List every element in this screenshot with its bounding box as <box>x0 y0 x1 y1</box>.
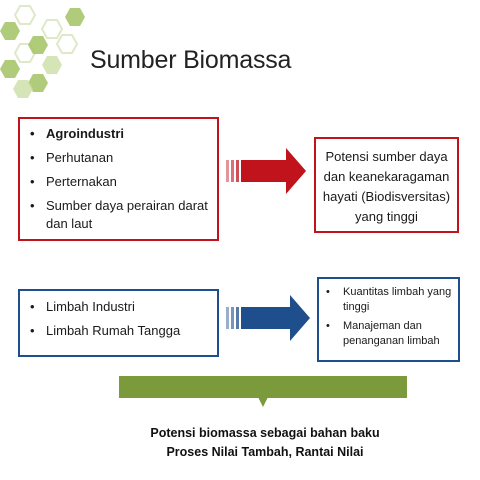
waste-box: Limbah Industri Limbah Rumah Tangga <box>18 289 219 357</box>
hexagon-decoration <box>0 5 85 98</box>
potential-text: Potensi sumber daya dan keanekaragaman h… <box>322 149 451 224</box>
source-item: Agroindustri <box>26 125 213 143</box>
blue-arrow <box>226 295 310 341</box>
source-item: Perhutanan <box>26 149 213 167</box>
waste-outcome-item: Manajeman dan penanganan limbah <box>323 319 454 349</box>
waste-outcome-box: Kuantitas limbah yang tinggi Manajeman d… <box>317 277 460 362</box>
waste-item: Limbah Rumah Tangga <box>26 322 213 340</box>
source-item: Sumber daya perairan darat dan laut <box>26 197 213 233</box>
waste-outcome-item: Kuantitas limbah yang tinggi <box>323 285 454 315</box>
result-line-1: Potensi biomassa sebagai bahan baku <box>150 426 380 440</box>
page-title: Sumber Biomassa <box>90 46 292 74</box>
sources-box: Agroindustri Perhutanan Perternakan Sumb… <box>18 117 219 241</box>
result-text: Potensi biomassa sebagai bahan baku Pros… <box>90 424 440 462</box>
red-arrow <box>226 148 306 194</box>
green-bar <box>119 376 407 398</box>
down-arrow-icon <box>258 397 268 407</box>
waste-item: Limbah Industri <box>26 298 213 316</box>
result-line-2: Proses Nilai Tambah, Rantai Nilai <box>166 445 364 459</box>
potential-box: Potensi sumber daya dan keanekaragaman h… <box>314 137 459 233</box>
source-item: Perternakan <box>26 173 213 191</box>
